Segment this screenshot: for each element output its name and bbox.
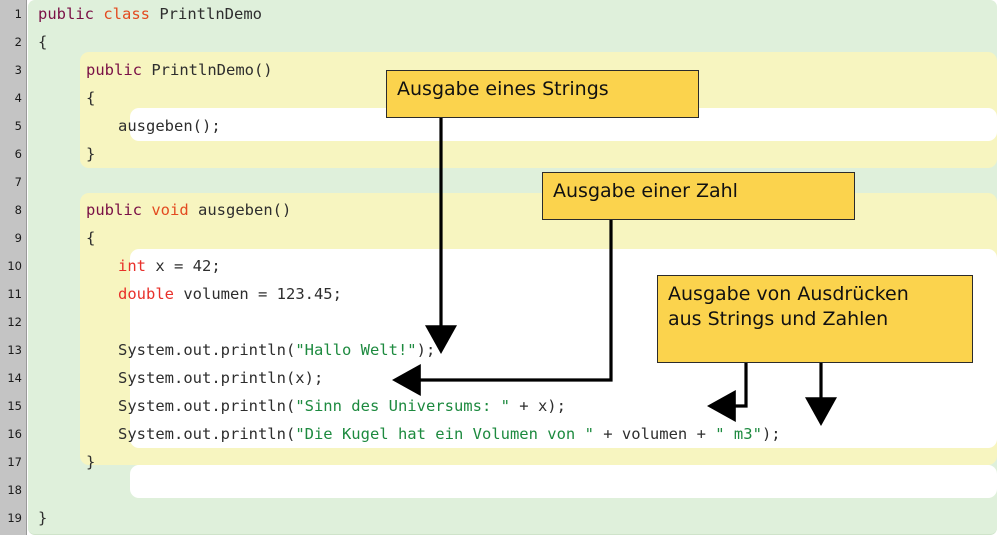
code-token: System.out.println(	[118, 341, 296, 359]
code-line[interactable]: ausgeben();	[118, 112, 221, 140]
code-token: }	[38, 509, 48, 527]
callout-number-output[interactable]: Ausgabe einer Zahl	[542, 172, 855, 220]
code-token: "Hallo Welt!"	[295, 341, 417, 359]
code-token: "Sinn des Universums: "	[295, 397, 510, 415]
code-token: }	[86, 145, 96, 163]
line-number: 19	[7, 511, 22, 525]
callout-2-text: Ausgabe einer Zahl	[553, 180, 738, 202]
line-number: 10	[7, 259, 22, 273]
code-token: );	[761, 425, 781, 443]
callout-3-line1: Ausgabe von Ausdrücken	[668, 283, 909, 305]
code-token: public	[38, 5, 104, 23]
line-number: 12	[7, 315, 22, 329]
code-token: System.out.println(	[118, 425, 296, 443]
code-line[interactable]: }	[38, 504, 47, 532]
line-number: 15	[7, 399, 22, 413]
code-line[interactable]: }	[86, 140, 95, 168]
code-token: public	[86, 201, 152, 219]
code-token: "Die Kugel hat ein Volumen von "	[295, 425, 594, 443]
code-token: );	[416, 341, 436, 359]
code-line[interactable]: public void ausgeben()	[86, 196, 291, 224]
code-token: System.out.println(	[118, 397, 296, 415]
code-line[interactable]: {	[86, 84, 95, 112]
code-line[interactable]: int x = 42;	[118, 252, 221, 280]
code-line[interactable]: System.out.println("Sinn des Universums:…	[118, 392, 566, 420]
code-token: int	[118, 257, 146, 275]
code-token: PrintlnDemo()	[151, 61, 273, 79]
code-token: x = 42;	[146, 257, 221, 275]
code-line[interactable]: }	[86, 448, 95, 476]
code-token: class	[103, 5, 160, 23]
line-number: 8	[14, 203, 22, 217]
code-token: }	[86, 453, 96, 471]
line-number: 3	[14, 63, 22, 77]
line-number: 17	[7, 455, 22, 469]
code-token: volumen = 123.45;	[174, 285, 342, 303]
code-token: double	[118, 285, 174, 303]
code-token: " m3"	[715, 425, 762, 443]
line-number: 1	[14, 7, 22, 21]
line-number: 5	[14, 119, 22, 133]
code-line[interactable]: {	[86, 224, 95, 252]
code-token: + x);	[509, 397, 566, 415]
line-number: 18	[7, 483, 22, 497]
code-token: ausgeben()	[198, 201, 292, 219]
line-number: 4	[14, 91, 22, 105]
line-number: 7	[14, 175, 22, 189]
code-token: {	[38, 33, 48, 51]
line-number: 2	[14, 35, 22, 49]
code-token: void	[151, 201, 198, 219]
callout-3-line2: aus Strings und Zahlen	[668, 308, 889, 330]
code-line[interactable]: System.out.println("Hallo Welt!");	[118, 336, 435, 364]
trailing-body-block	[130, 465, 997, 498]
code-line[interactable]: public class PrintlnDemo	[38, 0, 262, 28]
line-number: 6	[14, 147, 22, 161]
code-line[interactable]: {	[38, 28, 47, 56]
callout-string-output[interactable]: Ausgabe eines Strings	[386, 70, 699, 118]
code-token: ausgeben();	[118, 117, 221, 135]
code-token: + volumen +	[593, 425, 716, 443]
code-token: PrintlnDemo	[159, 5, 262, 23]
code-line[interactable]: double volumen = 123.45;	[118, 280, 342, 308]
code-token: {	[86, 89, 96, 107]
code-line[interactable]: public PrintlnDemo()	[86, 56, 273, 84]
code-token: public	[86, 61, 152, 79]
code-line[interactable]: System.out.println(x);	[118, 364, 323, 392]
line-number: 11	[7, 287, 22, 301]
line-number: 14	[7, 371, 22, 385]
code-line[interactable]: System.out.println("Die Kugel hat ein Vo…	[118, 420, 781, 448]
line-number: 13	[7, 343, 22, 357]
callout-expression-output[interactable]: Ausgabe von Ausdrücken aus Strings und Z…	[657, 275, 973, 363]
code-token: System.out.println(x);	[118, 369, 324, 387]
line-number: 16	[7, 427, 22, 441]
code-token: {	[86, 229, 96, 247]
line-number: 9	[14, 231, 22, 245]
callout-1-text: Ausgabe eines Strings	[397, 78, 609, 100]
